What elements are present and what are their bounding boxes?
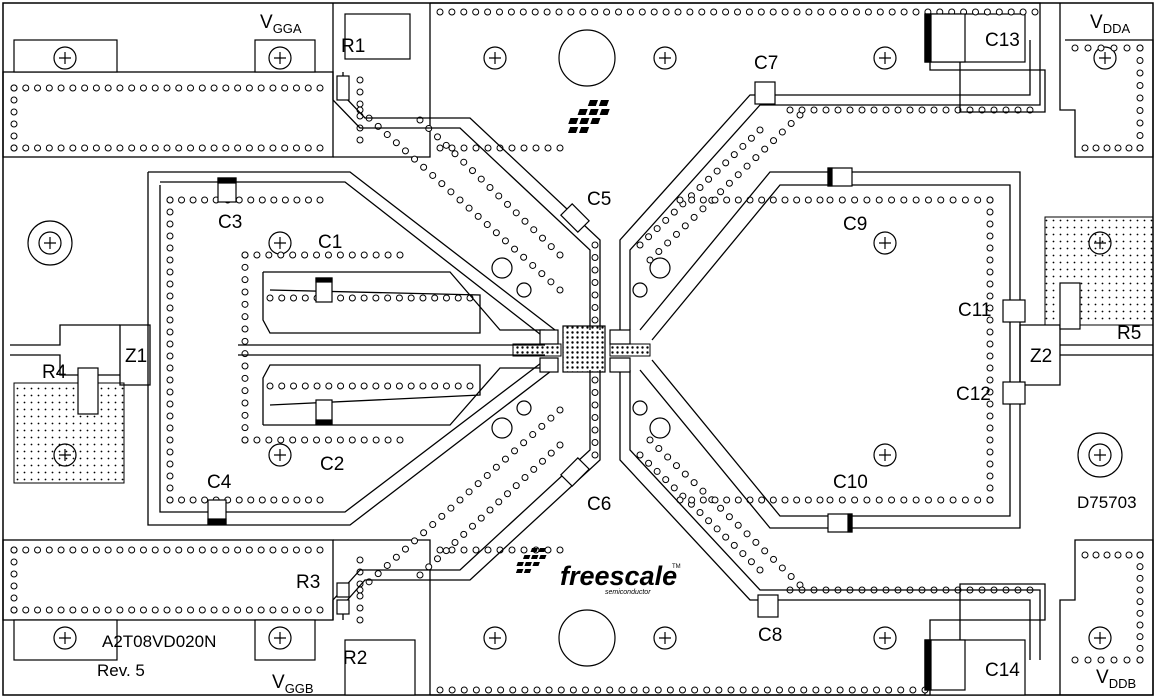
svg-text:VDDB: VDDB [1096,667,1136,691]
label-z2: Z2 [1030,346,1052,367]
label-c12: C12 [956,384,991,405]
vgga-subscript: GGA [273,21,302,36]
svg-text:VGGA: VGGA [260,12,302,36]
part-number: A2T08VD020N [102,632,216,651]
pad-r1 [344,13,411,60]
vgga-label: V [260,12,273,33]
drawing-id: D75703 [1077,493,1137,512]
label-c9: C9 [843,214,867,235]
vggb-label: V [272,672,285,693]
component-labels: R1 R2 R3 R4 R5 C1 C2 C3 C4 C5 C6 C7 C8 C… [42,30,1141,681]
label-c7: C7 [754,53,778,74]
label-c13: C13 [985,30,1020,51]
label-c5: C5 [587,189,611,210]
label-c3: C3 [218,212,242,233]
via-array [10,8,1144,694]
transistor-package [512,325,651,373]
vddb-subscript: DDB [1109,676,1136,691]
vggb-subscript: GGB [285,681,314,696]
freescale-logo-icon [515,100,610,573]
label-c10: C10 [833,472,868,493]
vddb-label: V [1096,667,1109,688]
mounting-hole-icon [27,29,1123,667]
label-c11: C11 [958,300,991,321]
label-r2: R2 [343,648,367,669]
label-r5: R5 [1117,323,1141,344]
pad-r2 [344,639,416,696]
rail-labels: VGGA VGGB VDDA VDDB [260,12,1136,696]
top-ground-band [2,2,1154,158]
label-r1: R1 [341,36,365,57]
trademark: TM [672,564,681,570]
label-c2: C2 [320,454,344,475]
brand-name: freescale [560,561,677,591]
label-z1: Z1 [125,346,147,367]
label-c14: C14 [985,660,1020,681]
bottom-ground-band [2,539,1154,696]
label-c4: C4 [207,472,232,493]
svg-text:VDDA: VDDA [1090,12,1130,36]
label-c8: C8 [758,625,782,646]
label-r3: R3 [296,572,320,593]
label-c1: C1 [318,232,342,253]
vdda-subscript: DDA [1103,21,1131,36]
output-matching-network [619,14,1153,695]
svg-text:VGGB: VGGB [272,672,314,696]
label-c6: C6 [587,494,611,515]
revision: Rev. 5 [97,661,145,680]
label-r4: R4 [42,362,67,383]
input-matching-network [10,72,601,620]
component-bodies [77,13,1081,691]
vdda-label: V [1090,12,1103,33]
brand-tagline: semiconductor [605,589,651,596]
termination-area-r4 [13,382,125,484]
